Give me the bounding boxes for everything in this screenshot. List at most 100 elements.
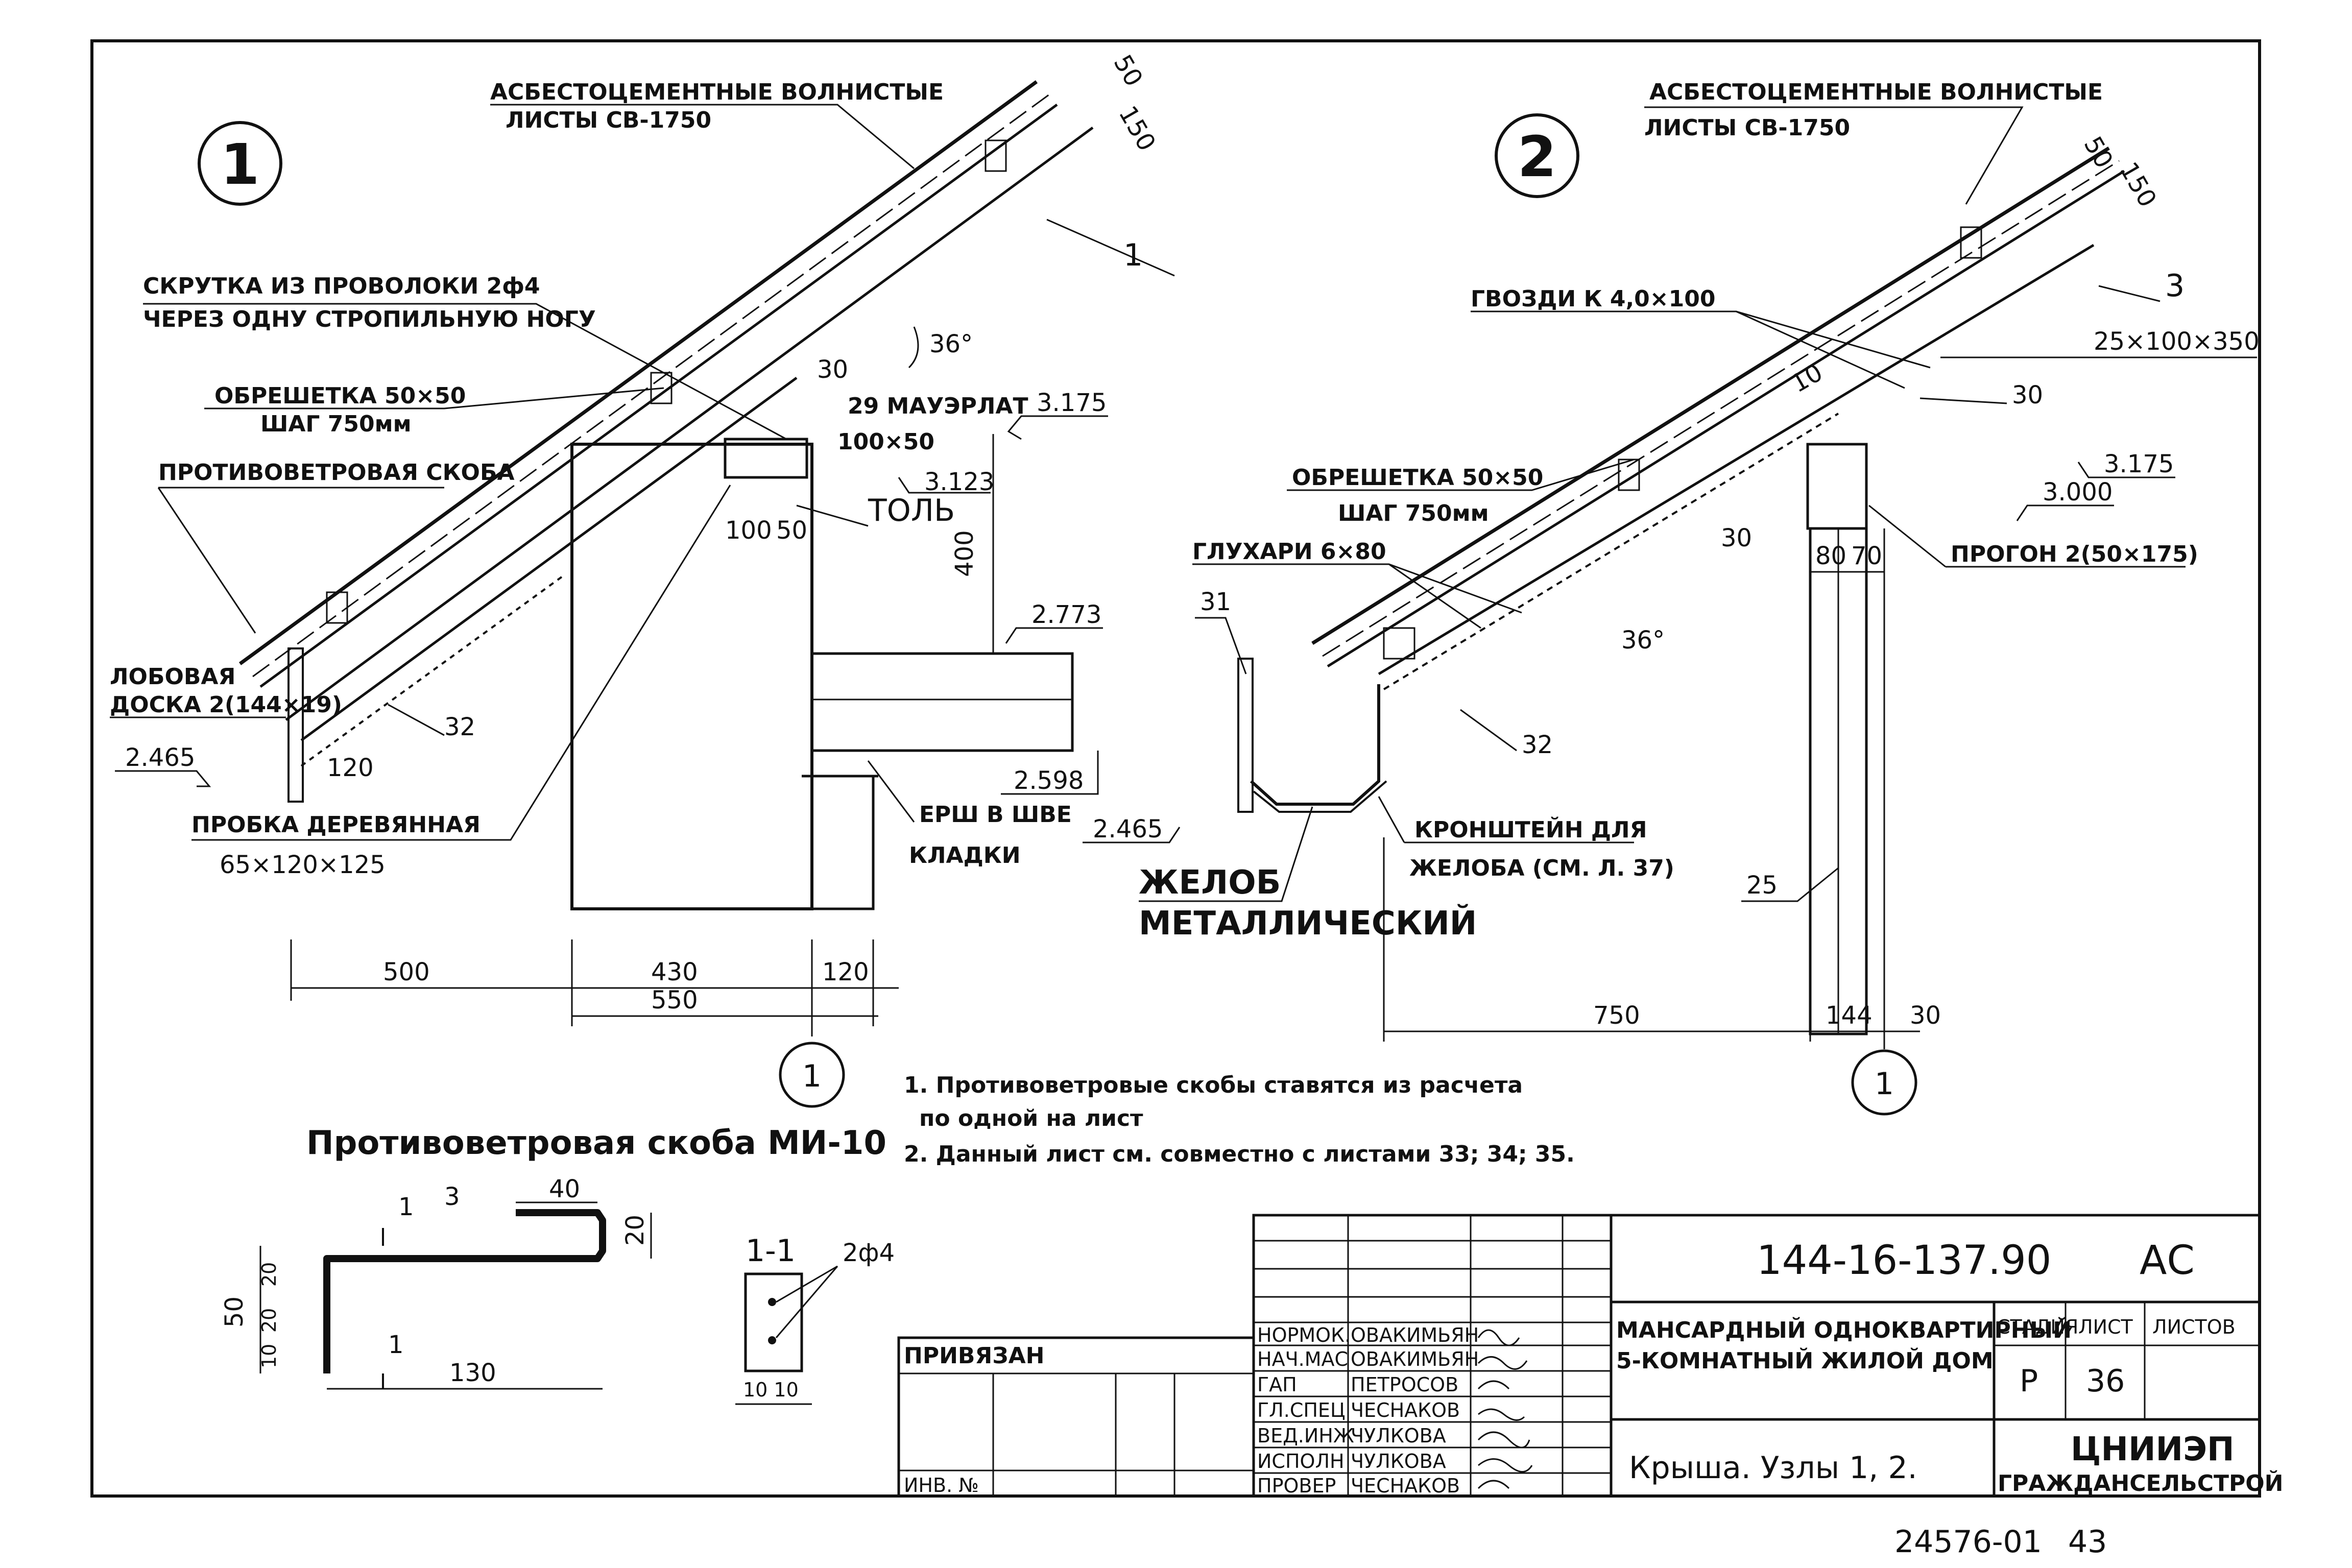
org-name-2: ГРАЖДАНСЕЛЬСТРОЙ [1998, 1469, 2283, 1497]
detail-mark-1a: 1 [398, 1193, 414, 1221]
n1-dim-120: 120 [327, 754, 374, 782]
doc-code: 144-16-137.90 [1757, 1238, 2051, 1284]
n1-lathing-label-1: ОБРЕШЕТКА 50×50 [214, 383, 466, 409]
n1-bracket-label: ПРОТИВОВЕТРОВАЯ СКОБА [158, 460, 515, 486]
n2-dim-150: 150 [2114, 157, 2162, 212]
n1-mauerlat-label-2: 100×50 [837, 429, 934, 455]
section-1-1-title: 1-1 [746, 1233, 796, 1269]
sheet-title: Крыша. Узлы 1, 2. [1629, 1450, 1917, 1486]
n2-callout-30: 30 [2012, 381, 2043, 409]
wall-lower [810, 775, 875, 910]
n2-dim-144: 144 [1826, 1001, 1873, 1030]
detail-dim-10: 10 [258, 1344, 280, 1368]
n1-elev-3123: 3.123 [924, 468, 994, 496]
gutter [1237, 658, 1387, 813]
org-name-1: ЦНИИЭП [2071, 1431, 2235, 1468]
n1-dim-150: 150 [1113, 101, 1161, 156]
n1-dim-100: 100 [725, 516, 772, 545]
role-3: ГЛ.СПЕЦ [1257, 1399, 1345, 1421]
detail-mark-3: 3 [444, 1183, 460, 1211]
note-1-line-2: по одной на лист [919, 1105, 1143, 1131]
n1-dim-400: 400 [950, 530, 979, 577]
node-2-roof [1311, 147, 2125, 690]
bracket-detail: Противоветровая скоба МИ-10 40 20 130 50… [220, 1124, 895, 1405]
role-4: ВЕД.ИНЖ [1257, 1425, 1354, 1447]
n2-bracket-label-1: КРОНШТЕЙН ДЛЯ [1414, 816, 1647, 843]
slab-insulation [811, 653, 1073, 701]
sheet-header: ЛИСТ [2078, 1316, 2133, 1338]
n2-elev-3000: 3.000 [2043, 478, 2113, 506]
sheets-header: ЛИСТОВ [2152, 1316, 2236, 1338]
n2-dim-70: 70 [1851, 542, 1882, 570]
n1-dim-550: 550 [651, 986, 698, 1015]
n2-gutter-label-1: ЖЕЛОБ [1139, 864, 1281, 902]
n2-nails-label: ГВОЗДИ К 4,0×100 [1471, 286, 1716, 312]
n2-lathing-label-2: ШАГ 750мм [1338, 500, 1489, 526]
n1-ersh-label-1: ЕРШ В ШВЕ [919, 802, 1072, 828]
n1-roofing-label-2: ЛИСТЫ СВ-1750 [506, 107, 711, 133]
detail-dim-130: 130 [449, 1359, 496, 1387]
name-1: ОВАКИМЬЯН [1351, 1348, 1479, 1370]
role-5: ИСПОЛН [1257, 1450, 1345, 1473]
notes: 1. Противоветровые скобы ставятся из рас… [904, 1072, 1575, 1167]
name-6: ЧЕСНАКОВ [1351, 1475, 1460, 1497]
project-title-1: МАНСАРДНЫЙ ОДНОКВАРТИРНЫЙ [1616, 1316, 2072, 1343]
node-2-number: 2 [1518, 124, 1557, 189]
node-1-number: 1 [221, 132, 260, 197]
signature-rows: НОРМОК. ОВАКИМЬЯН НАЧ.МАС ОВАКИМЬЯН ГАП … [1257, 1324, 1533, 1497]
n1-dim-30: 30 [817, 355, 848, 384]
mauerlat [724, 438, 808, 479]
n2-dim-50: 50 [2078, 132, 2119, 173]
role-6: ПРОВЕР [1257, 1475, 1336, 1497]
n1-dim-50b: 50 [776, 516, 807, 545]
n1-mauerlat-label-1: 29 МАУЭРЛАТ [848, 393, 1028, 419]
n2-dim-30b: 30 [1910, 1001, 1941, 1030]
detail-dim-40: 40 [549, 1175, 580, 1203]
detail-dim-20: 20 [621, 1215, 650, 1246]
n2-callout-25: 25 [1746, 871, 1778, 900]
n2-purlin-label: ПРОГОН 2(50×175) [1951, 541, 2198, 567]
archive-number: 24576-01 [1894, 1524, 2042, 1560]
n2-section-marker [1851, 1049, 1917, 1116]
role-1: НАЧ.МАС [1257, 1348, 1348, 1370]
n1-angle: 36° [929, 330, 973, 358]
n2-roofing-label-1: АСБЕСТОЦЕМЕНТНЫЕ ВОЛНИСТЫЕ [1649, 79, 2103, 105]
n1-elev-2598: 2.598 [1014, 766, 1084, 795]
section-dim-label: 10 10 [743, 1379, 799, 1401]
n1-elev-2465: 2.465 [125, 743, 195, 772]
note-1-line-1: 1. Противоветровые скобы ставятся из рас… [904, 1072, 1523, 1098]
n2-bracket-label-2: ЖЕЛОБА (СМ. Л. 37) [1409, 855, 1674, 881]
n1-fascia-label-2: ДОСКА 2(144×19) [110, 692, 342, 718]
n1-dim-430: 430 [651, 958, 698, 986]
signatures [1477, 1329, 1533, 1489]
inv-label: ИНВ. № [904, 1474, 979, 1497]
n1-dim-50: 50 [1108, 50, 1148, 91]
detail-title: Противоветровая скоба МИ-10 [306, 1124, 886, 1162]
node-1-roof [238, 80, 1094, 767]
name-3: ЧЕСНАКОВ [1351, 1399, 1460, 1421]
section-rod-label: 2ф4 [843, 1239, 895, 1267]
n2-callout-3: 3 [2165, 268, 2185, 304]
sheet-value: 36 [2086, 1363, 2125, 1399]
detail-mark-1b: 1 [388, 1331, 404, 1359]
n2-lathing-label-1: ОБРЕШЕТКА 50×50 [1292, 465, 1543, 491]
n2-angle: 36° [1621, 626, 1665, 655]
n1-elev-3175: 3.175 [1037, 389, 1107, 417]
n1-ersh-label-2: КЛАДКИ [909, 842, 1021, 869]
n2-elev-3175: 3.175 [2104, 450, 2174, 478]
n1-roofing-label-1: АСБЕСТОЦЕМЕНТНЫЕ ВОЛНИСТЫЕ [490, 79, 944, 105]
n1-fascia-label-1: ЛОБОВАЯ [110, 664, 235, 690]
n2-dim-80: 80 [1815, 542, 1846, 570]
n2-gutter-label-2: МЕТАЛЛИЧЕСКИЙ [1139, 904, 1477, 943]
n1-plug-label-1: ПРОБКА ДЕРЕВЯННАЯ [191, 812, 481, 838]
name-0: ОВАКИМЬЯН [1351, 1324, 1479, 1346]
section-1-1 [744, 1272, 803, 1372]
n2-section-number: 1 [1875, 1066, 1894, 1102]
node-1: 1 АСБЕСТОЦЕМЕНТНЫЕ ВОЛНИСТЫЕ ЛИСТЫ СВ-17… [110, 50, 1175, 1108]
floor-slab [810, 652, 1074, 752]
n2-roofing-label-2: ЛИСТЫ СВ-1750 [1644, 115, 1850, 141]
n1-tol-label: ТОЛЬ [868, 493, 955, 528]
n1-section-number: 1 [802, 1058, 822, 1094]
name-2: ПЕТРОСОВ [1351, 1373, 1458, 1396]
n1-wire-label-1: СКРУТКА ИЗ ПРОВОЛОКИ 2ф4 [143, 273, 540, 299]
